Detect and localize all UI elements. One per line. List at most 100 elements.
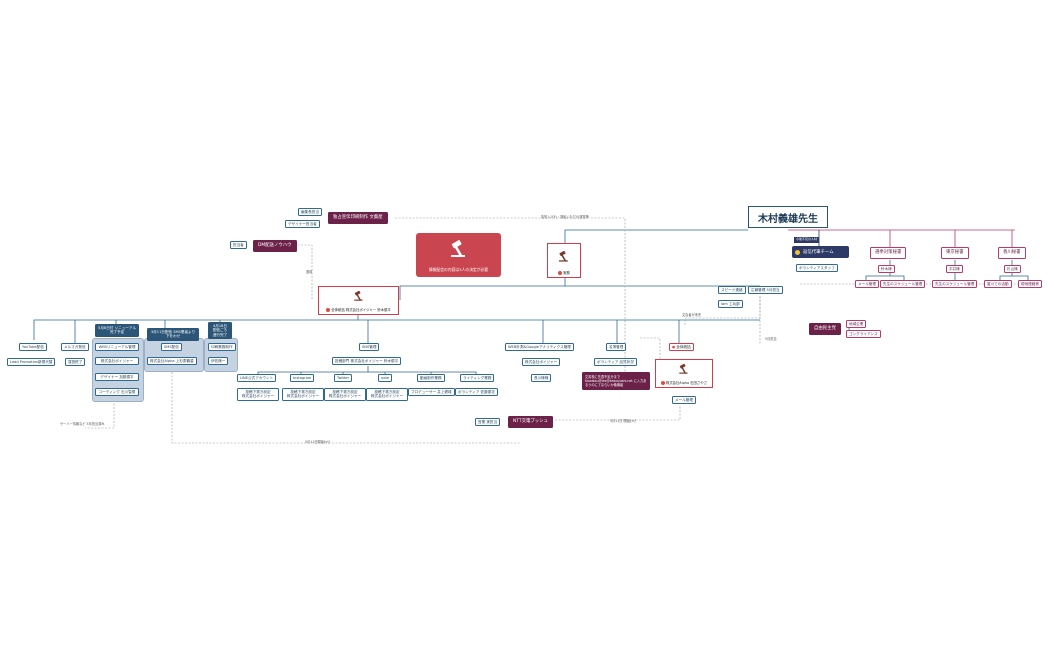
note-right-mgmt: 5月担当 <box>765 337 777 341</box>
secretary-election-task1[interactable]: メール管理 <box>855 280 879 289</box>
sns-instagram-detail[interactable]: 投稿下書き設定株式会社ボイジャー <box>282 388 324 401</box>
branch-analytics-sub-1[interactable]: 株式会社ボイジャー <box>522 358 561 367</box>
right-sub[interactable]: Iam 工兵部 <box>718 300 743 309</box>
branch-sns[interactable]: SNS管理 <box>359 343 380 352</box>
branch-analytics-sub-2[interactable]: 長川様様 <box>531 374 552 383</box>
note-bottom: 5月11日開始わせ <box>305 440 331 444</box>
sns-video-detail[interactable]: プロデューサー 井上健雄 <box>408 388 455 397</box>
branch-sns-sub[interactable]: 投稿部門 株式会社ボイジャー 鈴木優平 <box>332 357 402 366</box>
secretary-election[interactable]: 選挙対策秘書 <box>870 247 907 259</box>
sns-writing[interactable]: ライティング業務 <box>460 374 495 383</box>
secretary-kagawa[interactable]: 香川秘書 <box>998 247 1026 259</box>
branch-web-sub-4[interactable]: コーディング 石川智規 <box>95 388 139 397</box>
secretary-tokyo-task[interactable]: 先生のスケジュール管理 <box>932 280 978 289</box>
status-dot-icon <box>558 271 563 275</box>
secretary-kagawa-task1[interactable]: 香川での活動 <box>984 280 1012 289</box>
note-mail: 文責者が未完 <box>682 313 702 317</box>
secretary-tokyo-person[interactable]: 平井様 <box>946 265 963 274</box>
branch-web-sub-3[interactable]: デザイナー 加藤優平 <box>95 373 139 382</box>
party-node[interactable]: 自由民主党 <box>809 323 841 335</box>
branch-mailmag-sub[interactable]: 運営終了 <box>65 358 86 367</box>
branch-youtube[interactable]: YouTube配信 <box>19 343 47 352</box>
gavel-icon <box>353 290 363 301</box>
status-dot-icon <box>660 381 665 385</box>
sns-twitter-d2: 株式会社ボイジャー <box>328 394 362 399</box>
ntt-node[interactable]: NTT交電プッシュ <box>508 416 553 428</box>
secretary-election-task2[interactable]: 先生のスケジュール管理 <box>880 280 926 289</box>
sns-line-detail[interactable]: 投稿下書き設定株式会社ボイジャー <box>237 388 279 401</box>
branch-analytics[interactable]: WEB計測&Googleアナリティクス管理 <box>505 343 574 352</box>
note-approval-left: 運用 <box>306 270 313 274</box>
gavel-icon <box>679 363 688 374</box>
branch-print[interactable]: 4月18日 配信ごろ 進行完了 <box>208 322 232 340</box>
ntt-tag[interactable]: 営業 実担当 <box>475 418 501 427</box>
team-name: 返信代筆チーム <box>803 250 834 255</box>
sns-line-d2: 株式会社ボイジャー <box>241 394 275 399</box>
status-dot-icon <box>326 308 331 312</box>
note-bottom2: 5月11日 開始わせ <box>610 419 637 423</box>
overall-manager-label: 全体統括 <box>676 345 691 349</box>
sns-twitter-detail[interactable]: 投稿下書き設定株式会社ボイジャー <box>324 388 366 401</box>
branch-web[interactable]: 5月8日付 リニューアル完了予定 <box>95 324 139 337</box>
party-item-1[interactable]: 地域企業 <box>846 320 867 329</box>
note-server: サーバー情報など 5月担当済み <box>60 422 105 426</box>
dm-tag[interactable]: 担当者 <box>230 241 247 250</box>
mail-mgmt[interactable]: メール管理 <box>672 396 696 405</box>
secretary-election-person[interactable]: 鈴木様 <box>878 265 895 274</box>
sns-twitter[interactable]: Twitter <box>334 374 353 383</box>
warning-icon <box>795 249 800 255</box>
note-top: 告知入けれ・運転いただれ運営等 <box>541 215 589 219</box>
pr-producer-node[interactable]: 全体統括 株式会社ボイジャー 鈴木優平 <box>318 286 399 315</box>
sns-writing-detail[interactable]: ボランティア 佐藤優花 <box>455 388 498 397</box>
branch-youtube-sub[interactable]: Lead Promotion新規代替 <box>7 358 56 367</box>
sns-instagram-d1: 投稿下書き設定 <box>290 390 316 394</box>
overall-manager-box[interactable]: 株式会社Alpha 石田さやさ <box>655 359 713 388</box>
sns-line-d1: 投稿下書き設定 <box>245 390 271 394</box>
dm-node[interactable]: DM配送ノウハウ <box>253 240 297 252</box>
approval-label: 実務 <box>563 271 570 275</box>
right-node-2[interactable]: 広報管理 5月担当 <box>748 286 783 295</box>
secretary-tokyo[interactable]: 東京秘書 <box>941 247 969 259</box>
headline-box: 情報配信の内容は3人の決定が必要 <box>416 233 501 277</box>
branch-print-sub-2[interactable]: 伊佐様ー <box>208 357 229 366</box>
right-node-1[interactable]: スピード連絡 <box>718 286 746 295</box>
sns-instagram-d2: 株式会社ボイジャー <box>286 394 320 399</box>
paper-tag-2[interactable]: デザイナー担当者 <box>285 220 320 229</box>
sns-line[interactable]: LINE公式アカウント <box>237 374 277 383</box>
root-title: 木村義雄先生 <box>748 206 828 228</box>
sns-instagram[interactable]: Instagram <box>290 374 315 383</box>
team-sub[interactable]: ボランティアスタッフ <box>796 264 838 273</box>
branch-roster[interactable]: 名簿管理 <box>606 343 627 352</box>
overall-manager-box-label: 株式会社Alpha 石田さやさ <box>665 381 708 385</box>
gavel-icon <box>558 250 568 262</box>
headline-text: 情報配信の内容は3人の決定が必要 <box>428 267 489 272</box>
sns-note-d1: 投稿下書き設定 <box>374 390 400 394</box>
secretary-kagawa-task2[interactable]: 現地連絡係 <box>1018 280 1042 289</box>
sns-note-detail[interactable]: 投稿下書き設定株式会社ボイジャー <box>366 388 408 401</box>
branch-roster-sub[interactable]: ボランティア 品質状況 <box>594 358 637 367</box>
pr-producer-label: 全体統括 株式会社ボイジャー 鈴木優平 <box>331 308 391 312</box>
overall-manager[interactable]: ● 全体統括 <box>669 343 694 352</box>
gavel-icon <box>450 240 465 257</box>
branch-web-sub-2[interactable]: 株式会社ボイジャー <box>95 357 139 366</box>
callout-note: 文書校に先週不足分まで Kawatsu@lee@kawoyoshi.net に入… <box>582 372 650 390</box>
sns-note[interactable]: note <box>378 374 393 383</box>
paper-tag-1[interactable]: 編集長担当 <box>298 208 322 217</box>
approval-node[interactable]: 実務 <box>547 243 581 278</box>
branch-print-sub-1[interactable]: 印刷業務制作 <box>208 343 236 352</box>
sns-note-d2: 株式会社ボイジャー <box>370 394 404 399</box>
branch-sms-sub-2[interactable]: 株式会社Alpha 上杉泰鶴重 <box>147 357 197 366</box>
branch-web-sub-1[interactable]: WEBリニューアル管理 <box>95 343 139 352</box>
sns-twitter-d1: 投稿下書き設定 <box>332 390 358 394</box>
branch-mailmag[interactable]: メルマガ発信 <box>61 343 89 352</box>
secretary-kagawa-person[interactable]: 杉山様 <box>1004 265 1021 274</box>
paper-node[interactable]: 独占宣伝印刷制作 文藝屋 <box>328 212 388 224</box>
team-node[interactable]: 返信代筆チーム <box>792 246 849 258</box>
sns-video[interactable]: 動画制作業務 <box>417 374 445 383</box>
team-tag: 今後不足の人材 <box>794 237 820 243</box>
branch-sms[interactable]: 3月11日配信 SMS業者より下をわせ <box>147 328 199 341</box>
branch-sms-sub-1[interactable]: SMS配信 <box>161 343 182 352</box>
party-item-2[interactable]: ゴングライアンス <box>846 330 881 339</box>
